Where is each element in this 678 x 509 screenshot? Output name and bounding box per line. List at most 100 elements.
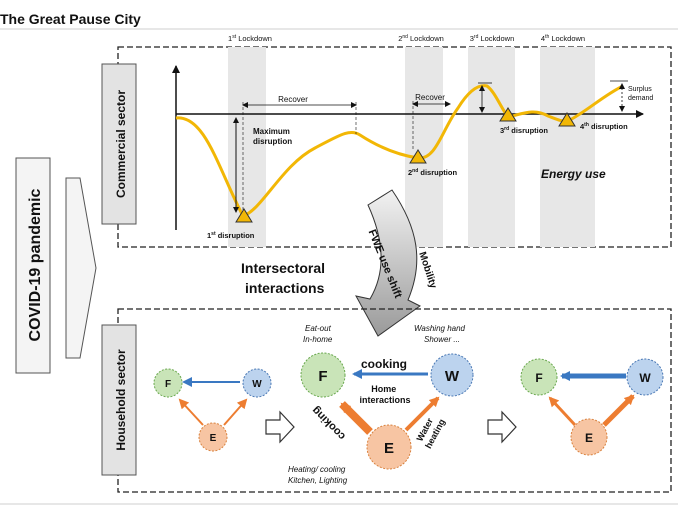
household-sector-tab: Household sector [101, 324, 137, 476]
kitchen-lighting-line: Kitchen, Lighting [288, 476, 348, 485]
home-interactions-line2: interactions [359, 395, 410, 405]
left-node-w: W [242, 368, 272, 398]
max-disruption-label: Maximum disruption [253, 127, 292, 146]
lockdown-label-1: 1st Lockdown [228, 34, 272, 43]
eat-out-line: Eat-out [305, 324, 332, 333]
recover-label-2: Recover [415, 93, 445, 102]
node-f-label: F [535, 371, 542, 385]
mobility-label: Mobility [416, 251, 438, 291]
transition-arrow-2 [487, 410, 517, 444]
intersectoral-line2: interactions [245, 280, 325, 296]
surplus-line2: demand [628, 95, 653, 102]
energy-use-curve [175, 84, 624, 218]
disruption-text: disruption [591, 122, 628, 131]
disruption-label-2: 2nd disruption [408, 168, 457, 177]
intersectoral-line1: Intersectoral [241, 260, 325, 276]
eat-out-label: Eat-out In-home [303, 324, 333, 344]
right-e-to-f-arrow [548, 396, 577, 427]
left-e-to-w-arrow [223, 398, 248, 426]
left-node-f: F [153, 368, 183, 398]
node-f-label: F [165, 379, 171, 390]
cooking-top-label: cooking [361, 357, 407, 371]
lockdown-num: 3 [470, 34, 474, 43]
disruption-marker-4 [558, 112, 576, 127]
lockdown-label-2: 2nd Lockdown [398, 34, 444, 43]
lockdown-label-4: 4th Lockdown [541, 34, 585, 43]
lockdown-label-3: 3rd Lockdown [470, 34, 515, 43]
household-sector-label: Household sector [114, 349, 128, 451]
lockdown-text: Lockdown [410, 34, 444, 43]
right-node-w: W [626, 358, 664, 396]
disruption-label-1: 1st disruption [207, 231, 255, 240]
mid-e-to-f-arrow [339, 401, 373, 435]
surplus-demand-label: Surplus demand [628, 86, 654, 102]
lockdown-sup: st [232, 34, 237, 40]
home-interactions-label: Home interactions [359, 384, 410, 405]
fwe-shift-arrow [355, 189, 421, 337]
home-interactions-line1: Home [371, 384, 396, 394]
disruption-sup: st [211, 231, 216, 237]
node-e-label: E [384, 440, 394, 457]
lockdown-sup: rd [474, 34, 479, 40]
node-w-label: W [252, 379, 262, 390]
lockdown-num: 2 [398, 34, 402, 43]
disruption-text: disruption [420, 168, 457, 177]
lockdown-band-4 [540, 47, 595, 247]
node-w-label: W [445, 368, 460, 385]
node-e-label: E [585, 431, 593, 445]
energy-use-label: Energy use [541, 167, 606, 181]
mid-node-f: F [300, 352, 346, 398]
disruption-label-3: 3rd disruption [500, 126, 548, 135]
disruption-sup: nd [412, 168, 418, 174]
recover-label-1: Recover [278, 95, 308, 104]
pandemic-arrow [65, 177, 97, 359]
lockdown-text: Lockdown [480, 34, 514, 43]
left-node-e: E [198, 422, 228, 452]
in-home-line: In-home [303, 335, 333, 344]
right-e-to-w-arrow [602, 394, 635, 427]
covid-pandemic-label: COVID-19 pandemic [27, 188, 44, 341]
node-e-label: E [210, 433, 217, 444]
lockdown-num: 1 [228, 34, 232, 43]
max-disruption-line1: Maximum [253, 127, 290, 136]
disruption-label-4: 4th disruption [580, 122, 628, 131]
surplus-line1: Surplus [628, 86, 652, 93]
max-disruption-line2: disruption [253, 137, 292, 146]
disruption-marker-3 [499, 107, 517, 122]
covid-pandemic-box: COVID-19 pandemic [15, 157, 51, 374]
disruption-sup: rd [504, 126, 509, 132]
disruption-text: disruption [218, 231, 255, 240]
washing-hand-line: Washing hand [414, 324, 466, 333]
right-node-e: E [570, 418, 608, 456]
node-w-label: W [639, 371, 651, 385]
lockdown-text: Lockdown [551, 34, 585, 43]
disruption-num: 1 [207, 231, 211, 240]
shower-line: Shower ... [424, 335, 460, 344]
washing-hand-label: Washing hand Shower ... [414, 324, 467, 344]
node-f-label: F [318, 368, 327, 385]
lockdown-num: 4 [541, 34, 545, 43]
figure-title: The Great Pause City [0, 11, 141, 27]
mid-node-w: W [430, 353, 474, 397]
lockdown-band-3 [468, 47, 515, 247]
lockdown-sup: nd [402, 34, 408, 40]
mid-node-e: E [366, 424, 412, 470]
heating-cooling-label: Heating/ cooling Kitchen, Lighting [288, 465, 348, 485]
disruption-num: 2 [408, 168, 412, 177]
disruption-sup: th [584, 122, 589, 128]
disruption-num: 4 [580, 122, 585, 131]
disruption-marker-1 [235, 208, 253, 223]
disruption-marker-2 [409, 149, 427, 164]
mid-e-to-w-arrow [404, 396, 440, 432]
disruption-text: disruption [511, 126, 548, 135]
commercial-sector-label: Commercial sector [114, 90, 128, 198]
lockdown-sup: th [545, 34, 549, 40]
lockdown-text: Lockdown [238, 34, 272, 43]
disruption-num: 3 [500, 126, 504, 135]
transition-arrow-1 [265, 410, 295, 444]
commercial-sector-tab: Commercial sector [101, 63, 137, 225]
heating-cooling-line: Heating/ cooling [288, 465, 346, 474]
left-e-to-f-arrow [178, 398, 204, 426]
right-node-f: F [520, 358, 558, 396]
